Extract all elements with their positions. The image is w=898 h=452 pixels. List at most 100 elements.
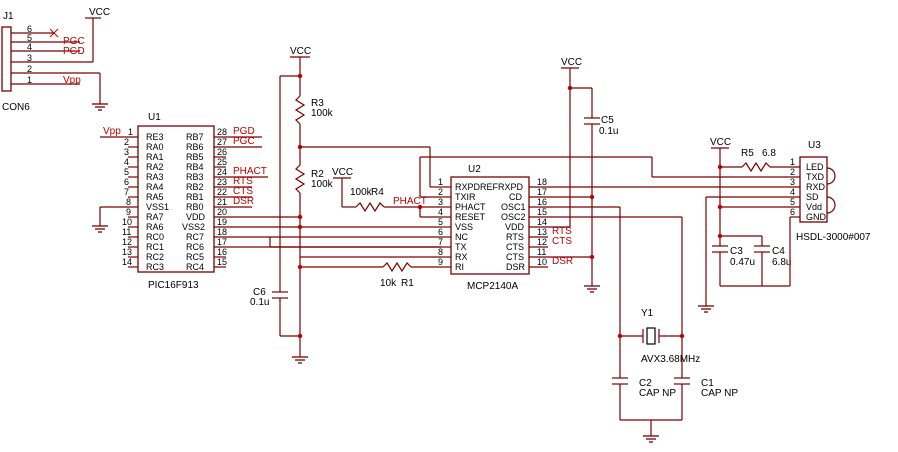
u1-pin-name: RA5 — [146, 192, 164, 202]
u2-phact-net: PHACT — [393, 196, 427, 207]
u3-pin-name: TXD — [806, 172, 825, 182]
u2-pin-name: VSS — [455, 222, 473, 232]
u2-left-pins — [441, 186, 451, 268]
u2-pin-num: 9 — [438, 257, 443, 267]
r3-ref: R3 — [311, 98, 324, 109]
u3-pin-num: 2 — [790, 167, 795, 177]
u2-right-pins — [529, 186, 620, 268]
connector-j1: J1 CON6 6 5 4 3 2 1 PGC PGD Vpp VCC — [1, 7, 110, 113]
resistor-r5 — [741, 161, 771, 173]
u2-body — [450, 176, 530, 275]
u1-pin-name: RB1 — [186, 192, 204, 202]
y1-ref: Y1 — [641, 308, 654, 319]
u3-ref: U3 — [808, 140, 821, 151]
u1-pin-num: 13 — [122, 247, 132, 257]
j1-pin-5: 5 — [27, 33, 32, 43]
u1-pin-name: RC2 — [146, 252, 164, 262]
u2-pin-num: 17 — [537, 187, 547, 197]
u1-pin-name: RC4 — [186, 262, 204, 272]
u1-pin-name: RC0 — [146, 232, 164, 242]
u1-pin-name: RB7 — [186, 132, 204, 142]
ground-icon — [584, 285, 600, 293]
u1-pin-num: 20 — [217, 207, 227, 217]
j1-pin-3: 3 — [27, 53, 32, 63]
u1-net-label: PGC — [233, 136, 255, 147]
u2-pin-name: RXPD — [498, 182, 524, 192]
ir-led-lens-icon — [826, 167, 836, 185]
vcc-label-r3: VCC — [290, 46, 311, 57]
u1-part: PIC16F913 — [148, 280, 199, 291]
j1-pin-1: 1 — [27, 75, 32, 85]
u1-pin-name: RA6 — [146, 222, 164, 232]
u1-pin-num: 23 — [217, 177, 227, 187]
resistor-r4 — [355, 201, 385, 213]
u3-pin-num: 3 — [790, 177, 795, 187]
u2-pin-name: CTS — [506, 252, 524, 262]
u3-part: HSDL-3000#007 — [796, 232, 871, 243]
u1-pin-num: 9 — [126, 207, 131, 217]
r2-value: 100k — [311, 179, 334, 190]
c3-ref: C3 — [730, 246, 743, 257]
u1-pin-num: 18 — [217, 227, 227, 237]
u1-pin-num: 3 — [124, 147, 129, 157]
ir-link-wires — [419, 156, 800, 313]
c6-ref: C6 — [253, 287, 266, 298]
u3-pin-labels: 1 2 3 4 5 6 LED TXD RXD SD Vdd GND — [790, 157, 827, 222]
u1-pin-name: RC1 — [146, 242, 164, 252]
c5-value: 0.1u — [599, 126, 618, 137]
u2-pin-name: CTS — [506, 242, 524, 252]
c1-ref: C1 — [701, 378, 714, 389]
u1-pin-name: RC3 — [146, 262, 164, 272]
oscillator: Y1 AVX3.68MHz C2 CAP NP C1 CAP NP — [548, 207, 738, 443]
u1-pin-name: RA2 — [146, 162, 164, 172]
u2-pin-num: 12 — [537, 237, 547, 247]
u1-pin-name: VDD — [186, 212, 206, 222]
ic-u1: U1 PIC16F913 Vpp 1 2 3 4 5 6 7 — [92, 112, 441, 291]
u1-pin-name: RB2 — [186, 182, 204, 192]
u2-supply: VCC C5 0.1u — [548, 57, 618, 293]
u3-pin-name: RXD — [806, 182, 826, 192]
u2-pin-num: 5 — [438, 217, 443, 227]
ir-detector-lens-icon — [826, 196, 836, 214]
u1-pin-num: 7 — [124, 187, 129, 197]
u3-pin-name: SD — [806, 192, 819, 202]
u2-pin-num: 16 — [537, 197, 547, 207]
u2-pin-num: 18 — [537, 177, 547, 187]
u1-pin-num: 6 — [124, 177, 129, 187]
r2-ref: R2 — [311, 169, 324, 180]
r4-value: 100k — [350, 187, 373, 198]
j1-net-pgc: PGC — [63, 36, 85, 47]
u2-pin-num: 13 — [537, 227, 547, 237]
u2-pin-num: 15 — [537, 207, 547, 217]
u1-pin-num: 15 — [217, 257, 227, 267]
u3-supply: VCC R5 6.8 C3 0.47u C4 6.8u — [710, 137, 800, 287]
u1-pin-name: RA7 — [146, 212, 164, 222]
u2-pin-name: DSR — [506, 262, 526, 272]
c4-value: 6.8u — [772, 257, 791, 268]
r1-value: 10k — [380, 278, 397, 289]
u2-net-label: DSR — [552, 256, 573, 267]
u1-pin-name: RE3 — [146, 132, 164, 142]
u2-pin-name: RI — [455, 262, 464, 272]
u1-pin-name: RB0 — [186, 202, 204, 212]
u2-pin-name: TX — [455, 242, 467, 252]
u2-part: MCP2140A — [467, 281, 518, 292]
u1-net-label: DSR — [233, 196, 254, 207]
u1-pin-num: 5 — [124, 167, 129, 177]
u2-pin-name: CD — [509, 192, 522, 202]
u2-ref: U2 — [468, 164, 481, 175]
u1-pin-num: 10 — [122, 217, 132, 227]
u1-pin-name: RC5 — [186, 252, 204, 262]
u1-pin-name: RA1 — [146, 152, 164, 162]
j1-pin-6: 6 — [27, 24, 32, 34]
u1-pin-num: 8 — [126, 197, 131, 207]
resistor-r3 — [294, 95, 306, 125]
c2-ref: C2 — [639, 378, 652, 389]
u1-pin-name: RC7 — [186, 232, 204, 242]
vcc-label-c5: VCC — [561, 57, 582, 68]
u3-pin-num: 1 — [790, 157, 795, 167]
u2-right-labels: RXPD CD OSC1 OSC2 VDD RTS CTS CTS DSR 18… — [498, 177, 573, 272]
u2-pin-name: NC — [455, 232, 468, 242]
u1-pin-num: 4 — [124, 157, 129, 167]
